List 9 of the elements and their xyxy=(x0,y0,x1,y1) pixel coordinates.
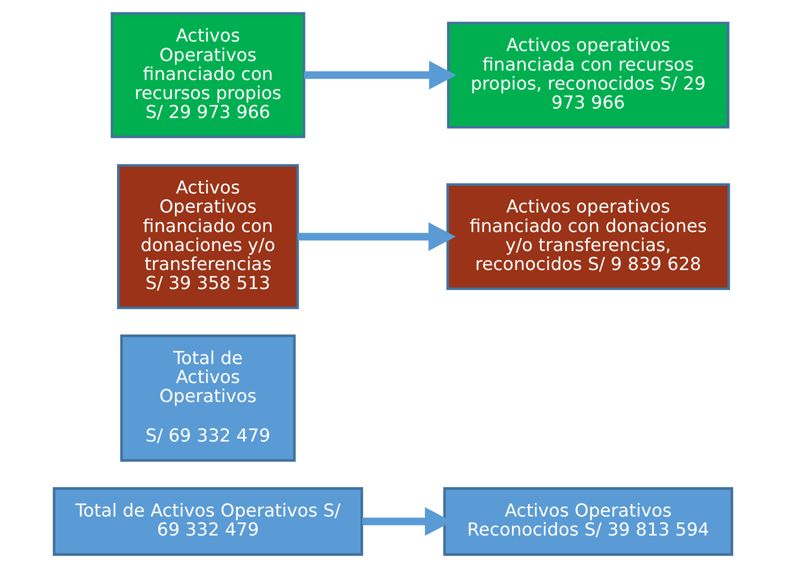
node-box: Total de Activos Operativos S/ 69 332 479 xyxy=(120,334,296,462)
node-box: Activos Operativos Reconocidos S/ 39 813 594 xyxy=(442,487,733,556)
arrow xyxy=(304,60,456,90)
node-box: Activos Operativos financiado con donaciones y/o transferencias S/ 39 358 513 xyxy=(116,164,298,310)
node-box: Activos Operativos financiado con recursos propios S/ 29 973 966 xyxy=(110,12,305,138)
node-box: Activos operativos financiada con recursos propios, reconocidos S/ 29 973 966 xyxy=(446,22,729,129)
node-box: Activos operativos financiado con donaciones y/o transferencias, reconocidos S/ 9 839 628 xyxy=(446,183,730,290)
node-box: Total de Activos Operativos S/ 69 332 479 xyxy=(52,487,363,556)
arrow xyxy=(297,222,456,251)
